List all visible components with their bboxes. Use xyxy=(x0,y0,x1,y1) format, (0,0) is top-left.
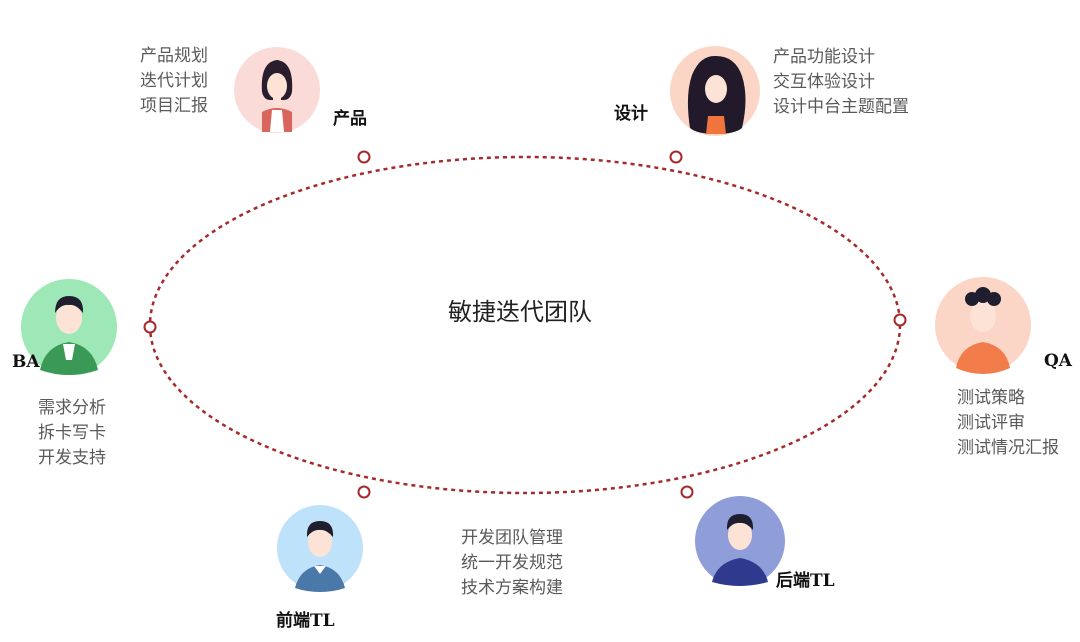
node-frontend xyxy=(357,485,371,499)
role-label-ba: BA xyxy=(12,352,40,372)
node-design xyxy=(669,150,683,164)
task-item: 测试情况汇报 xyxy=(957,438,1059,458)
node-qa xyxy=(893,313,907,327)
task-item: 交互体验设计 xyxy=(773,72,875,92)
task-item: 拆卡写卡 xyxy=(38,423,106,443)
role-label-backend: 后端TL xyxy=(776,571,835,591)
task-item: 项目汇报 xyxy=(140,96,208,116)
task-item: 统一开发规范 xyxy=(461,553,563,573)
tasks-qa: 测试策略 测试评审 测试情况汇报 xyxy=(957,386,1059,461)
task-item: 产品规划 xyxy=(140,46,208,66)
task-item: 需求分析 xyxy=(38,398,106,418)
task-item: 迭代计划 xyxy=(140,71,208,91)
tasks-design: 产品功能设计 交互体验设计 设计中台主题配置 xyxy=(773,45,909,120)
task-item: 开发支持 xyxy=(38,448,106,468)
role-label-product: 产品 xyxy=(333,109,367,129)
role-label-frontend: 前端TL xyxy=(276,611,335,631)
curly-hair-woman-avatar-icon xyxy=(670,46,760,136)
tasks-ba: 需求分析 拆卡写卡 开发支持 xyxy=(38,396,106,471)
task-item: 测试评审 xyxy=(957,413,1025,433)
woman-avatar-icon xyxy=(234,47,320,133)
tasks-tl: 开发团队管理 统一开发规范 技术方案构建 xyxy=(461,526,563,601)
boy-avatar-icon xyxy=(277,505,363,592)
task-item: 开发团队管理 xyxy=(461,528,563,548)
curly-hair-man-avatar-icon xyxy=(935,277,1031,374)
role-label-design: 设计 xyxy=(614,104,648,124)
center-title: 敏捷迭代团队 xyxy=(448,298,592,326)
task-item: 技术方案构建 xyxy=(461,578,563,598)
node-product xyxy=(357,150,371,164)
role-label-qa: QA xyxy=(1044,351,1072,371)
man-sweater-avatar-icon xyxy=(695,496,785,586)
task-item: 设计中台主题配置 xyxy=(773,97,909,117)
node-ba xyxy=(143,320,157,334)
task-item: 产品功能设计 xyxy=(773,47,875,67)
node-backend xyxy=(680,485,694,499)
man-avatar-icon xyxy=(21,279,117,375)
tasks-product: 产品规划 迭代计划 项目汇报 xyxy=(140,44,208,119)
task-item: 测试策略 xyxy=(957,388,1025,408)
